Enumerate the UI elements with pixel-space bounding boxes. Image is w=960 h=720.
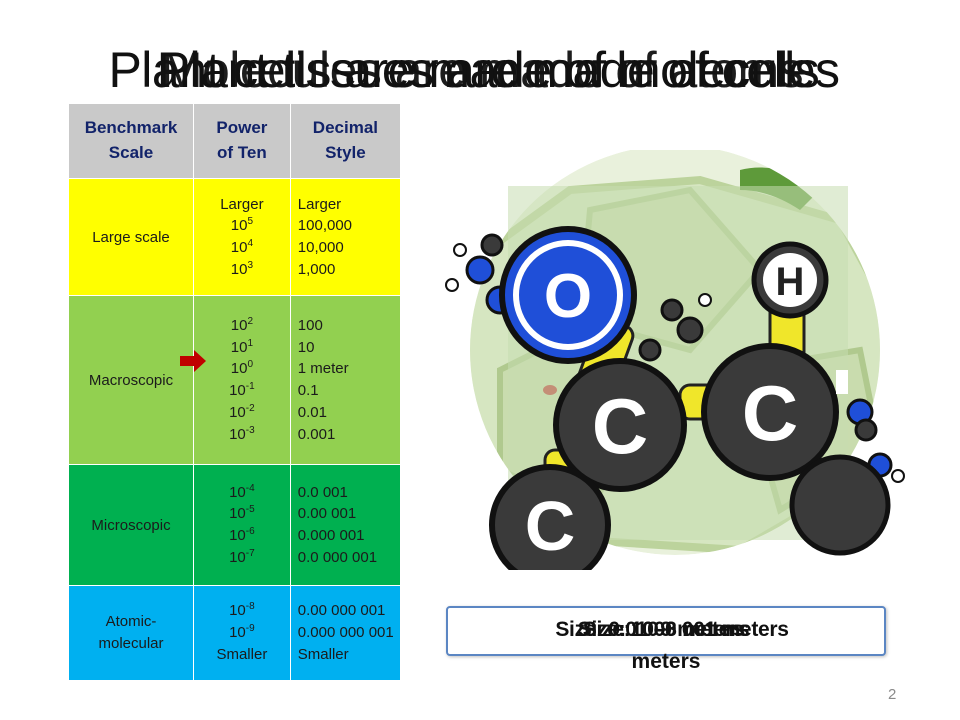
table-row: Large scale Larger 105 104 103 Larger 10… (68, 178, 402, 296)
power-value: 10-4 (229, 482, 255, 501)
decimal-value: 0.0 000 001 (297, 548, 378, 566)
table-row: Microscopic 10-4 10-5 10-6 10-7 0.0 001 … (68, 464, 402, 586)
power-value: 10-1 (229, 381, 255, 400)
power-value: 102 (230, 315, 254, 334)
decimal-value: 0.000 000 001 (297, 624, 394, 642)
scale-cell: Macroscopic (68, 295, 194, 465)
power-value: Larger (220, 195, 264, 213)
table-row: Atomic-molecular 10-8 10-9 Smaller 0.00 … (68, 585, 402, 681)
table-header-row: Benchmark Scale Power of Ten Decimal Sty… (68, 103, 402, 179)
slide-title: Plant tissues are made of cells (156, 42, 820, 98)
molecule-illustration: O H C C C (445, 150, 905, 570)
slide-title: Plant cells are made of molecules (108, 42, 840, 98)
svg-text:O: O (544, 262, 592, 331)
decimal-value: Larger (297, 195, 342, 213)
scale-cell: Large scale (68, 178, 194, 296)
power-value: Smaller (216, 645, 268, 663)
power-value: 101 (230, 337, 254, 356)
page-number: 2 (888, 686, 897, 703)
decimal-value: 1 meter (297, 360, 349, 378)
decimal-value: 0.00 001 (297, 505, 357, 523)
decimal-value: 0.1 (297, 382, 319, 399)
scale-cell: Microscopic (68, 464, 194, 586)
decimal-value: 10,000 (297, 239, 344, 256)
size-caption: Size: 10-9 meters (577, 618, 745, 641)
table-row: Macroscopic 102 101 100 10-1 10-2 10-3 1… (68, 295, 402, 465)
column-header-decimal-style: Decimal Style (289, 103, 402, 179)
column-header-benchmark-scale: Benchmark Scale (68, 103, 194, 179)
pointer-arrow-icon (180, 350, 206, 372)
power-value: 104 (230, 238, 254, 257)
decimal-value: Smaller (297, 645, 349, 663)
size-caption-box: Size: 10-3 meters Size: 0.0 000 001 mete… (446, 606, 886, 656)
decimal-cell: 0.0 001 0.00 001 0.000 001 0.0 000 001 (289, 464, 402, 586)
decimal-value: 100,000 (297, 217, 353, 235)
size-caption: Size: 10-3 meters (582, 618, 750, 641)
power-cell: 10-8 10-9 Smaller (193, 585, 291, 681)
decimal-value: 10 (297, 338, 315, 356)
power-cell: Larger 105 104 103 (193, 178, 291, 296)
slide-title: Molecules are made of atoms (160, 42, 804, 98)
power-cell: 102 101 100 10-1 10-2 10-3 (193, 295, 291, 465)
size-caption-continuation: meters (631, 650, 701, 673)
molecule-model-icon: O H C C C (445, 186, 905, 570)
power-value: 105 (230, 216, 254, 235)
power-value: 10-6 (229, 526, 255, 545)
scale-cell: Atomic-molecular (68, 585, 194, 681)
decimal-value: 0.001 (297, 425, 336, 443)
svg-text:C: C (742, 369, 798, 457)
power-value: 100 (230, 359, 254, 378)
power-value: 10-2 (229, 402, 255, 421)
decimal-value: 0.01 (297, 403, 327, 421)
decimal-value: 0.000 001 (297, 527, 365, 544)
decimal-value: 100 (297, 316, 323, 334)
size-caption: Size: 0.0 000 001 meters (555, 618, 789, 641)
svg-text:H: H (776, 260, 805, 304)
benchmark-scale-table: Benchmark Scale Power of Ten Decimal Sty… (68, 103, 402, 681)
decimal-value: 1,000 (297, 260, 336, 278)
decimal-cell: 0.00 000 001 0.000 000 001 Smaller (289, 585, 402, 681)
power-value: 10-9 (229, 623, 255, 642)
power-value: 10-3 (229, 424, 255, 443)
column-header-power-of-ten: Power of Ten (193, 103, 291, 179)
svg-text:C: C (525, 487, 576, 565)
power-value: 10-7 (229, 547, 255, 566)
power-cell: 10-4 10-5 10-6 10-7 (193, 464, 291, 586)
decimal-value: 0.00 000 001 (297, 602, 386, 620)
power-value: 10-8 (229, 601, 255, 620)
power-value: 103 (230, 259, 254, 278)
svg-text:C: C (592, 382, 648, 470)
decimal-cell: Larger 100,000 10,000 1,000 (289, 178, 402, 296)
decimal-cell: 100 10 1 meter 0.1 0.01 0.001 (289, 295, 402, 465)
decimal-value: 0.0 001 (297, 483, 348, 501)
power-value: 10-5 (229, 504, 255, 523)
